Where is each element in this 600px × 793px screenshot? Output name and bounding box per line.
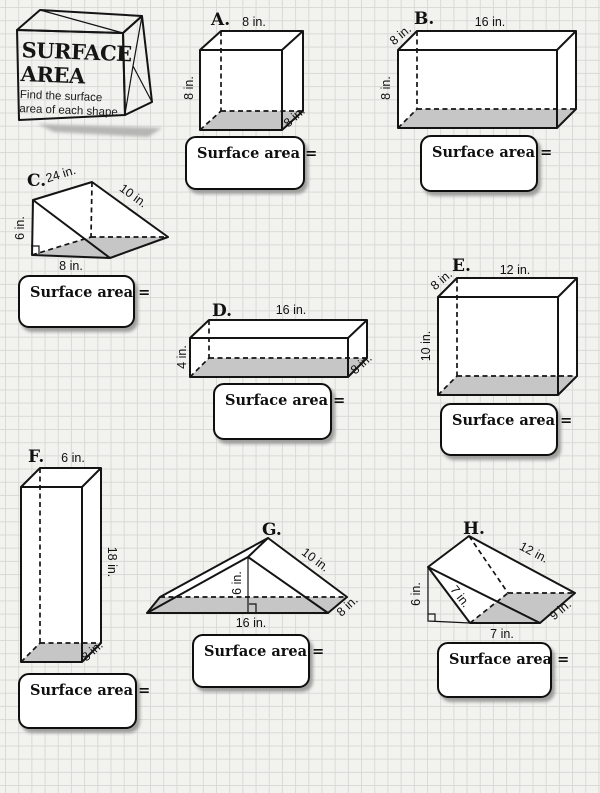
- figure-g-bottom-face: [147, 597, 347, 613]
- figure-d-dim-top: 16 in.: [276, 303, 307, 317]
- figure-e: E. 12 in. 8 in. 10 in.: [419, 256, 578, 396]
- title-box: SURFACE AREA Find the surface area of ea…: [16, 9, 162, 137]
- figure-h: H. 12 in. 6 in. 7 in. 7 in. 9 in.: [409, 519, 576, 641]
- title-box-front-face: [16, 29, 126, 121]
- answer-box-g-label: Surface area =: [204, 643, 325, 660]
- answer-box-d-label: Surface area =: [225, 392, 346, 409]
- answer-box-b-label: Surface area =: [432, 144, 553, 161]
- figure-e-dim-top: 12 in.: [500, 263, 531, 277]
- figure-h-dim-base: 7 in.: [490, 627, 514, 641]
- title-subtitle-line2: area of each shape.: [19, 103, 121, 119]
- answer-box-a[interactable]: Surface area =: [185, 136, 317, 190]
- figure-b-dim-top: 16 in.: [475, 15, 506, 29]
- figure-h-dim-height: 6 in.: [409, 582, 423, 606]
- figure-g: G. 10 in. 6 in. 16 in. 8 in.: [146, 520, 361, 630]
- figure-a-bottom-face: [200, 111, 303, 130]
- figure-f-letter: F.: [28, 447, 44, 467]
- answer-box-a-label: Surface area =: [197, 145, 318, 162]
- title-box-shadow: [38, 124, 162, 137]
- figure-c-bottom-face: [32, 237, 168, 258]
- answer-box-c[interactable]: Surface area =: [18, 275, 150, 328]
- figure-b-bottom-face: [398, 109, 576, 128]
- figure-e-bottom-face: [438, 376, 577, 395]
- answer-box-h-label: Surface area =: [449, 651, 570, 668]
- answer-box-f[interactable]: Surface area =: [18, 673, 150, 729]
- title-line1: SURFACE: [21, 37, 132, 66]
- figure-d-bottom-face: [190, 358, 367, 377]
- figure-f: F. 6 in. 18 in. 8 in.: [20, 447, 119, 664]
- answer-box-h[interactable]: Surface area =: [437, 642, 569, 698]
- answer-box-g[interactable]: Surface area =: [192, 634, 324, 688]
- figure-a-dim-top: 8 in.: [242, 15, 266, 29]
- figure-b-letter: B.: [414, 9, 434, 29]
- figure-h-dim-slope: 12 in.: [517, 539, 551, 566]
- figure-f-dim-top: 6 in.: [61, 451, 85, 465]
- figure-h-letter: H.: [463, 519, 485, 539]
- figure-d-letter: D.: [212, 301, 232, 321]
- figure-c-dim-base: 8 in.: [59, 259, 83, 273]
- answer-box-f-label: Surface area =: [30, 682, 151, 699]
- figure-c-dim-height: 6 in.: [13, 216, 27, 240]
- figure-b-dim-side: 8 in.: [379, 76, 393, 100]
- answer-box-e-label: Surface area =: [452, 412, 573, 429]
- figure-g-dim-height: 6 in.: [230, 571, 244, 595]
- answer-box-c-label: Surface area =: [30, 284, 151, 301]
- figure-f-dim-side: 18 in.: [105, 547, 119, 578]
- figure-a: A. 8 in. 8 in. 8 in.: [182, 10, 308, 131]
- figure-g-letter: G.: [262, 520, 282, 540]
- figure-a-letter: A.: [210, 10, 230, 30]
- figure-c-dim-ridge: 24 in.: [44, 163, 77, 185]
- figure-c: C. 24 in. 10 in. 6 in. 8 in.: [13, 163, 169, 273]
- figure-e-letter: E.: [452, 256, 471, 276]
- answer-box-b[interactable]: Surface area =: [420, 135, 552, 192]
- figure-d: D. 16 in. 4 in. 8 in.: [175, 301, 375, 378]
- title-line2: AREA: [19, 61, 86, 89]
- figure-b: B. 16 in. 8 in. 8 in.: [379, 9, 577, 129]
- figure-c-letter: C.: [27, 171, 46, 191]
- figure-a-dim-side: 8 in.: [182, 76, 196, 100]
- answer-box-d[interactable]: Surface area =: [213, 383, 345, 440]
- title-subtitle-line1: Find the surface: [20, 89, 103, 104]
- figure-d-dim-side: 4 in.: [175, 345, 189, 369]
- figure-g-dim-base: 16 in.: [236, 616, 267, 630]
- answer-box-e[interactable]: Surface area =: [440, 403, 572, 456]
- figure-e-dim-side: 10 in.: [419, 331, 433, 362]
